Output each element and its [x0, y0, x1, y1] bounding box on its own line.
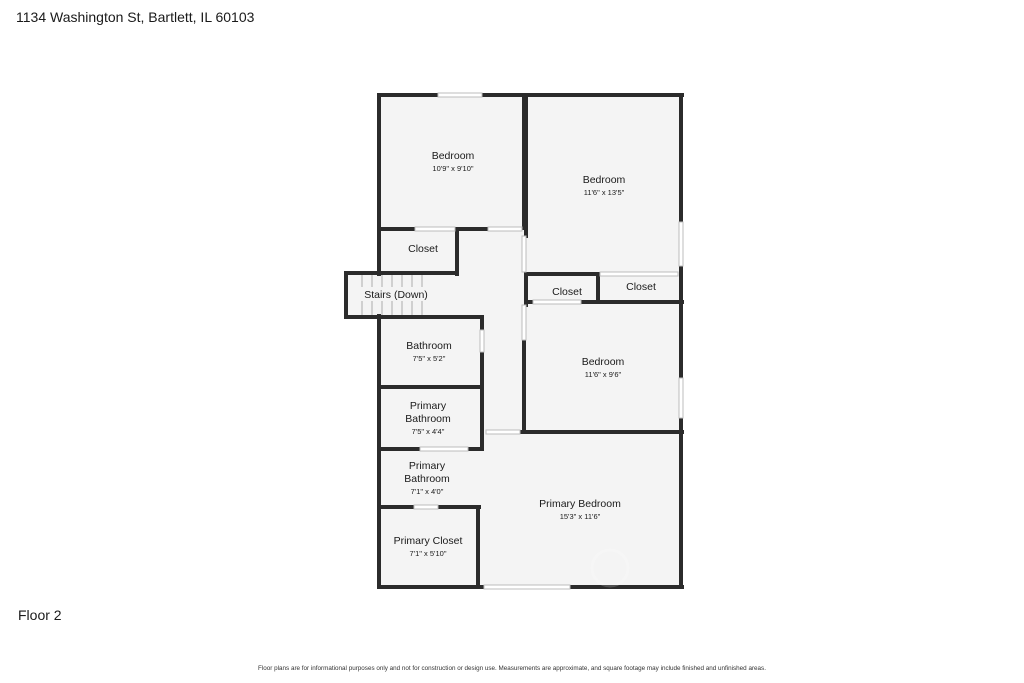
room-dimensions: 7'5" x 5'2" — [413, 354, 446, 363]
room-name: Bathroom — [406, 340, 452, 352]
room-dimensions: 15'3" x 11'6" — [560, 512, 601, 521]
room-bedroom-ne: Bedroom 11'6" x 13'5" — [583, 174, 626, 197]
room-dimensions: 11'6" x 13'5" — [584, 188, 625, 197]
room-stairs: Stairs (Down) — [360, 287, 432, 301]
floor-label: Floor 2 — [18, 607, 62, 623]
property-address: 1134 Washington St, Bartlett, IL 60103 — [16, 9, 255, 25]
room-primary-bathroom-2: Primary Bathroom 7'1" x 4'0" — [404, 460, 450, 496]
room-name: Bedroom — [582, 356, 625, 368]
room-dimensions: 7'1" x 5'10" — [410, 549, 447, 558]
room-primary-bathroom-1: Primary Bathroom 7'5" x 4'4" — [405, 400, 451, 436]
watermark-logo — [590, 548, 630, 588]
room-bathroom: Bathroom 7'5" x 5'2" — [406, 340, 452, 363]
room-name-line2: Bathroom — [405, 413, 451, 425]
room-name-line2: Bathroom — [404, 473, 450, 485]
room-name: Bedroom — [583, 174, 626, 186]
room-name: Stairs (Down) — [364, 289, 428, 301]
walls — [344, 93, 684, 589]
room-name: Primary Bedroom — [539, 498, 621, 510]
room-name: Primary Closet — [394, 535, 463, 547]
stairs-label-bg — [360, 287, 432, 301]
room-closet-east: Closet — [626, 281, 656, 293]
room-dimensions: 7'5" x 4'4" — [412, 427, 445, 436]
room-name-line1: Primary — [410, 400, 447, 412]
room-closet-middle: Closet — [552, 286, 582, 298]
room-name-line1: Primary — [409, 460, 446, 472]
room-name: Closet — [408, 243, 438, 255]
room-name: Bedroom — [432, 150, 475, 162]
room-closet-west: Closet — [408, 243, 438, 255]
room-bedroom-nw: Bedroom 10'9" x 9'10" — [432, 150, 475, 173]
room-name: Closet — [552, 286, 582, 298]
room-dimensions: 10'9" x 9'10" — [432, 164, 473, 173]
room-bedroom-east: Bedroom 11'6" x 9'6" — [582, 356, 625, 379]
room-dimensions: 11'6" x 9'6" — [585, 370, 622, 379]
room-dimensions: 7'1" x 4'0" — [411, 487, 444, 496]
room-name: Closet — [626, 281, 656, 293]
room-primary-closet: Primary Closet 7'1" x 5'10" — [394, 535, 463, 558]
disclaimer: Floor plans are for informational purpos… — [258, 665, 766, 672]
room-primary-bedroom: Primary Bedroom 15'3" x 11'6" — [539, 498, 621, 521]
openings — [413, 92, 684, 590]
